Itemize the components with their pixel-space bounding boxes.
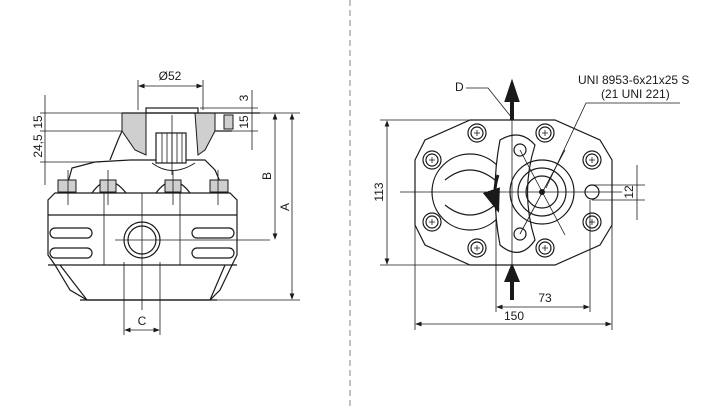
bolt-heads (57, 179, 229, 193)
dim-b: B (260, 172, 274, 180)
dim-15-right: 15 (237, 115, 251, 129)
dim-spline: 24,5 (31, 134, 45, 158)
dim-3: 3 (237, 94, 251, 101)
dim-flange: 15 (31, 115, 45, 129)
front-view: D UNI 8953-6x21x25 S (21 UNI 221) 113 73… (372, 73, 689, 330)
spline-spec-line2: (21 UNI 221) (601, 87, 670, 101)
dim-a: A (278, 203, 292, 211)
dim-offset: 73 (538, 291, 552, 305)
mount-bolts (422, 123, 602, 258)
dim-diameter: Ø52 (159, 69, 182, 83)
dim-width: 150 (504, 309, 524, 323)
dim-height: 113 (372, 182, 386, 201)
spline-spec-line1: UNI 8953-6x21x25 S (578, 73, 689, 87)
side-view: Ø52 15 24,5 3 15 A B C (31, 69, 300, 335)
dim-c: C (138, 314, 147, 328)
label-d: D (455, 80, 464, 94)
dim-hole: 12 (622, 185, 636, 199)
